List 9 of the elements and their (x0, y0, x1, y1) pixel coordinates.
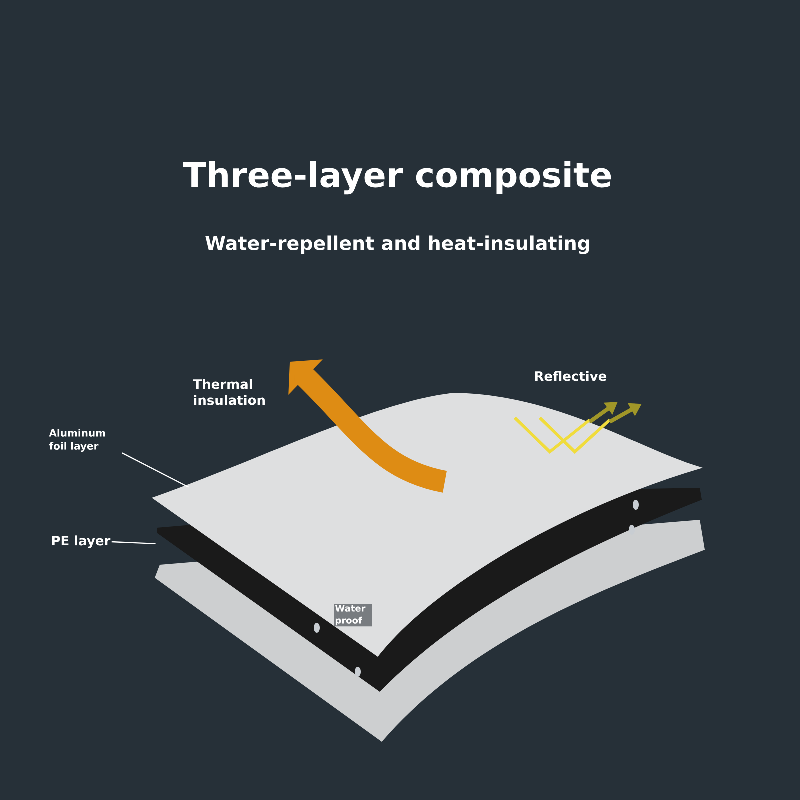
foil-sheet (152, 393, 703, 657)
feature-label: Water proof (334, 604, 372, 627)
leader-line (112, 541, 156, 545)
title: Three-layer composite (183, 161, 612, 195)
subtitle: Water-repellent and heat-insulating (206, 236, 590, 254)
part-label: PE layer (52, 536, 111, 548)
part-label: Aluminum foil layer (49, 429, 106, 452)
feature-label: Thermal insulation (193, 379, 265, 406)
leader-line (122, 452, 190, 488)
